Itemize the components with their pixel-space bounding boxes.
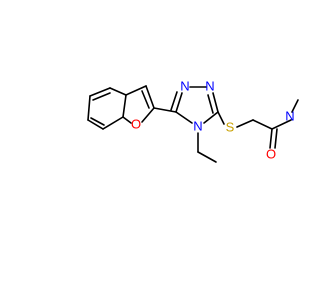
bond (203, 111, 219, 124)
bond (175, 92, 183, 113)
bond (274, 128, 278, 149)
bond (153, 107, 177, 113)
bond (212, 92, 219, 113)
bond (141, 107, 155, 123)
bond (271, 119, 292, 130)
carbonyl-oxygen-label: O (266, 147, 276, 162)
bond (291, 99, 299, 113)
bonds (87, 85, 299, 163)
bond (252, 119, 273, 130)
n-top-right-label: N (205, 79, 214, 94)
bond (122, 116, 132, 124)
bond (92, 92, 111, 101)
bond (102, 116, 124, 130)
bond (109, 87, 127, 96)
bond (89, 87, 111, 97)
bond (217, 111, 225, 125)
bond (145, 85, 155, 109)
bond (197, 151, 217, 163)
ring-oxygen-label: O (131, 117, 141, 132)
molecule-structure: O N N N S O N (87, 79, 299, 163)
bond (122, 94, 127, 118)
bond (87, 119, 104, 130)
bond (87, 95, 91, 121)
bond (170, 91, 178, 111)
sulfur-label: S (226, 120, 235, 135)
atom-labels: O N N N S O N (131, 79, 295, 162)
bond (207, 94, 214, 114)
bond (141, 90, 150, 109)
molecule-canvas: O N N N S O N (87, 78, 299, 163)
bond (269, 128, 273, 149)
n-ethyl-label: N (193, 119, 202, 134)
bond (175, 111, 193, 124)
amide-n-label: N (285, 109, 294, 124)
bond (90, 117, 105, 126)
n-top-left-label: N (180, 79, 189, 94)
bond (125, 85, 147, 96)
bond (236, 119, 254, 128)
